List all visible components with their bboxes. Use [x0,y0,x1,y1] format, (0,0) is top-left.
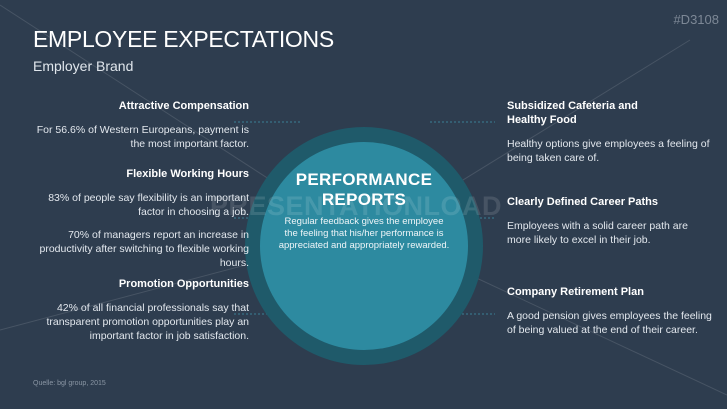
item-title: Flexible Working Hours [126,168,249,180]
item-text: For 56.6% of Western Europeans, payment … [36,124,249,150]
center-title-line: REPORTS [321,190,407,209]
item-promotion-opportunities: Promotion Opportunities 42% of all finan… [29,277,249,352]
item-text: 42% of all financial professionals say t… [46,302,249,342]
center-title-line: PERFORMANCE [295,170,433,189]
item-text: A good pension gives employees the feeli… [507,310,712,336]
item-retirement-plan: Company Retirement Plan A good pension g… [507,285,712,346]
item-text: 70% of managers report an increase in pr… [39,229,249,269]
item-title: Company Retirement Plan [507,286,644,298]
item-text: Healthy options give employees a feeling… [507,138,710,164]
center-body: Regular feedback gives the employee the … [278,216,450,251]
item-text: Employees with a solid career path are m… [507,220,688,246]
item-subsidized-cafeteria: Subsidized Cafeteria and Healthy Food He… [507,99,712,174]
inner-circle [260,142,468,350]
page-subtitle: Employer Brand [33,58,134,74]
source-note: Quelle: bgl group, 2015 [33,380,106,387]
item-attractive-compensation: Attractive Compensation For 56.6% of Wes… [29,99,249,160]
center-title: PERFORMANCE REPORTS [278,170,450,210]
item-title: Promotion Opportunities [118,278,249,290]
center-content: PERFORMANCE REPORTS Regular feedback giv… [278,170,450,252]
item-title: Attractive Compensation [118,100,249,112]
item-career-paths: Clearly Defined Career Paths Employees w… [507,195,712,256]
watermark: PRESENTATIONLOAD [210,191,503,221]
item-flexible-working-hours: Flexible Working Hours 83% of people say… [29,167,249,279]
item-text: 83% of people say flexibility is an impo… [48,192,249,218]
page-title: EMPLOYEE EXPECTATIONS [33,26,334,52]
item-title: Clearly Defined Career Paths [507,196,659,208]
item-title: Subsidized Cafeteria and Healthy Food [507,100,638,126]
slide-code: #D3108 [673,12,719,27]
